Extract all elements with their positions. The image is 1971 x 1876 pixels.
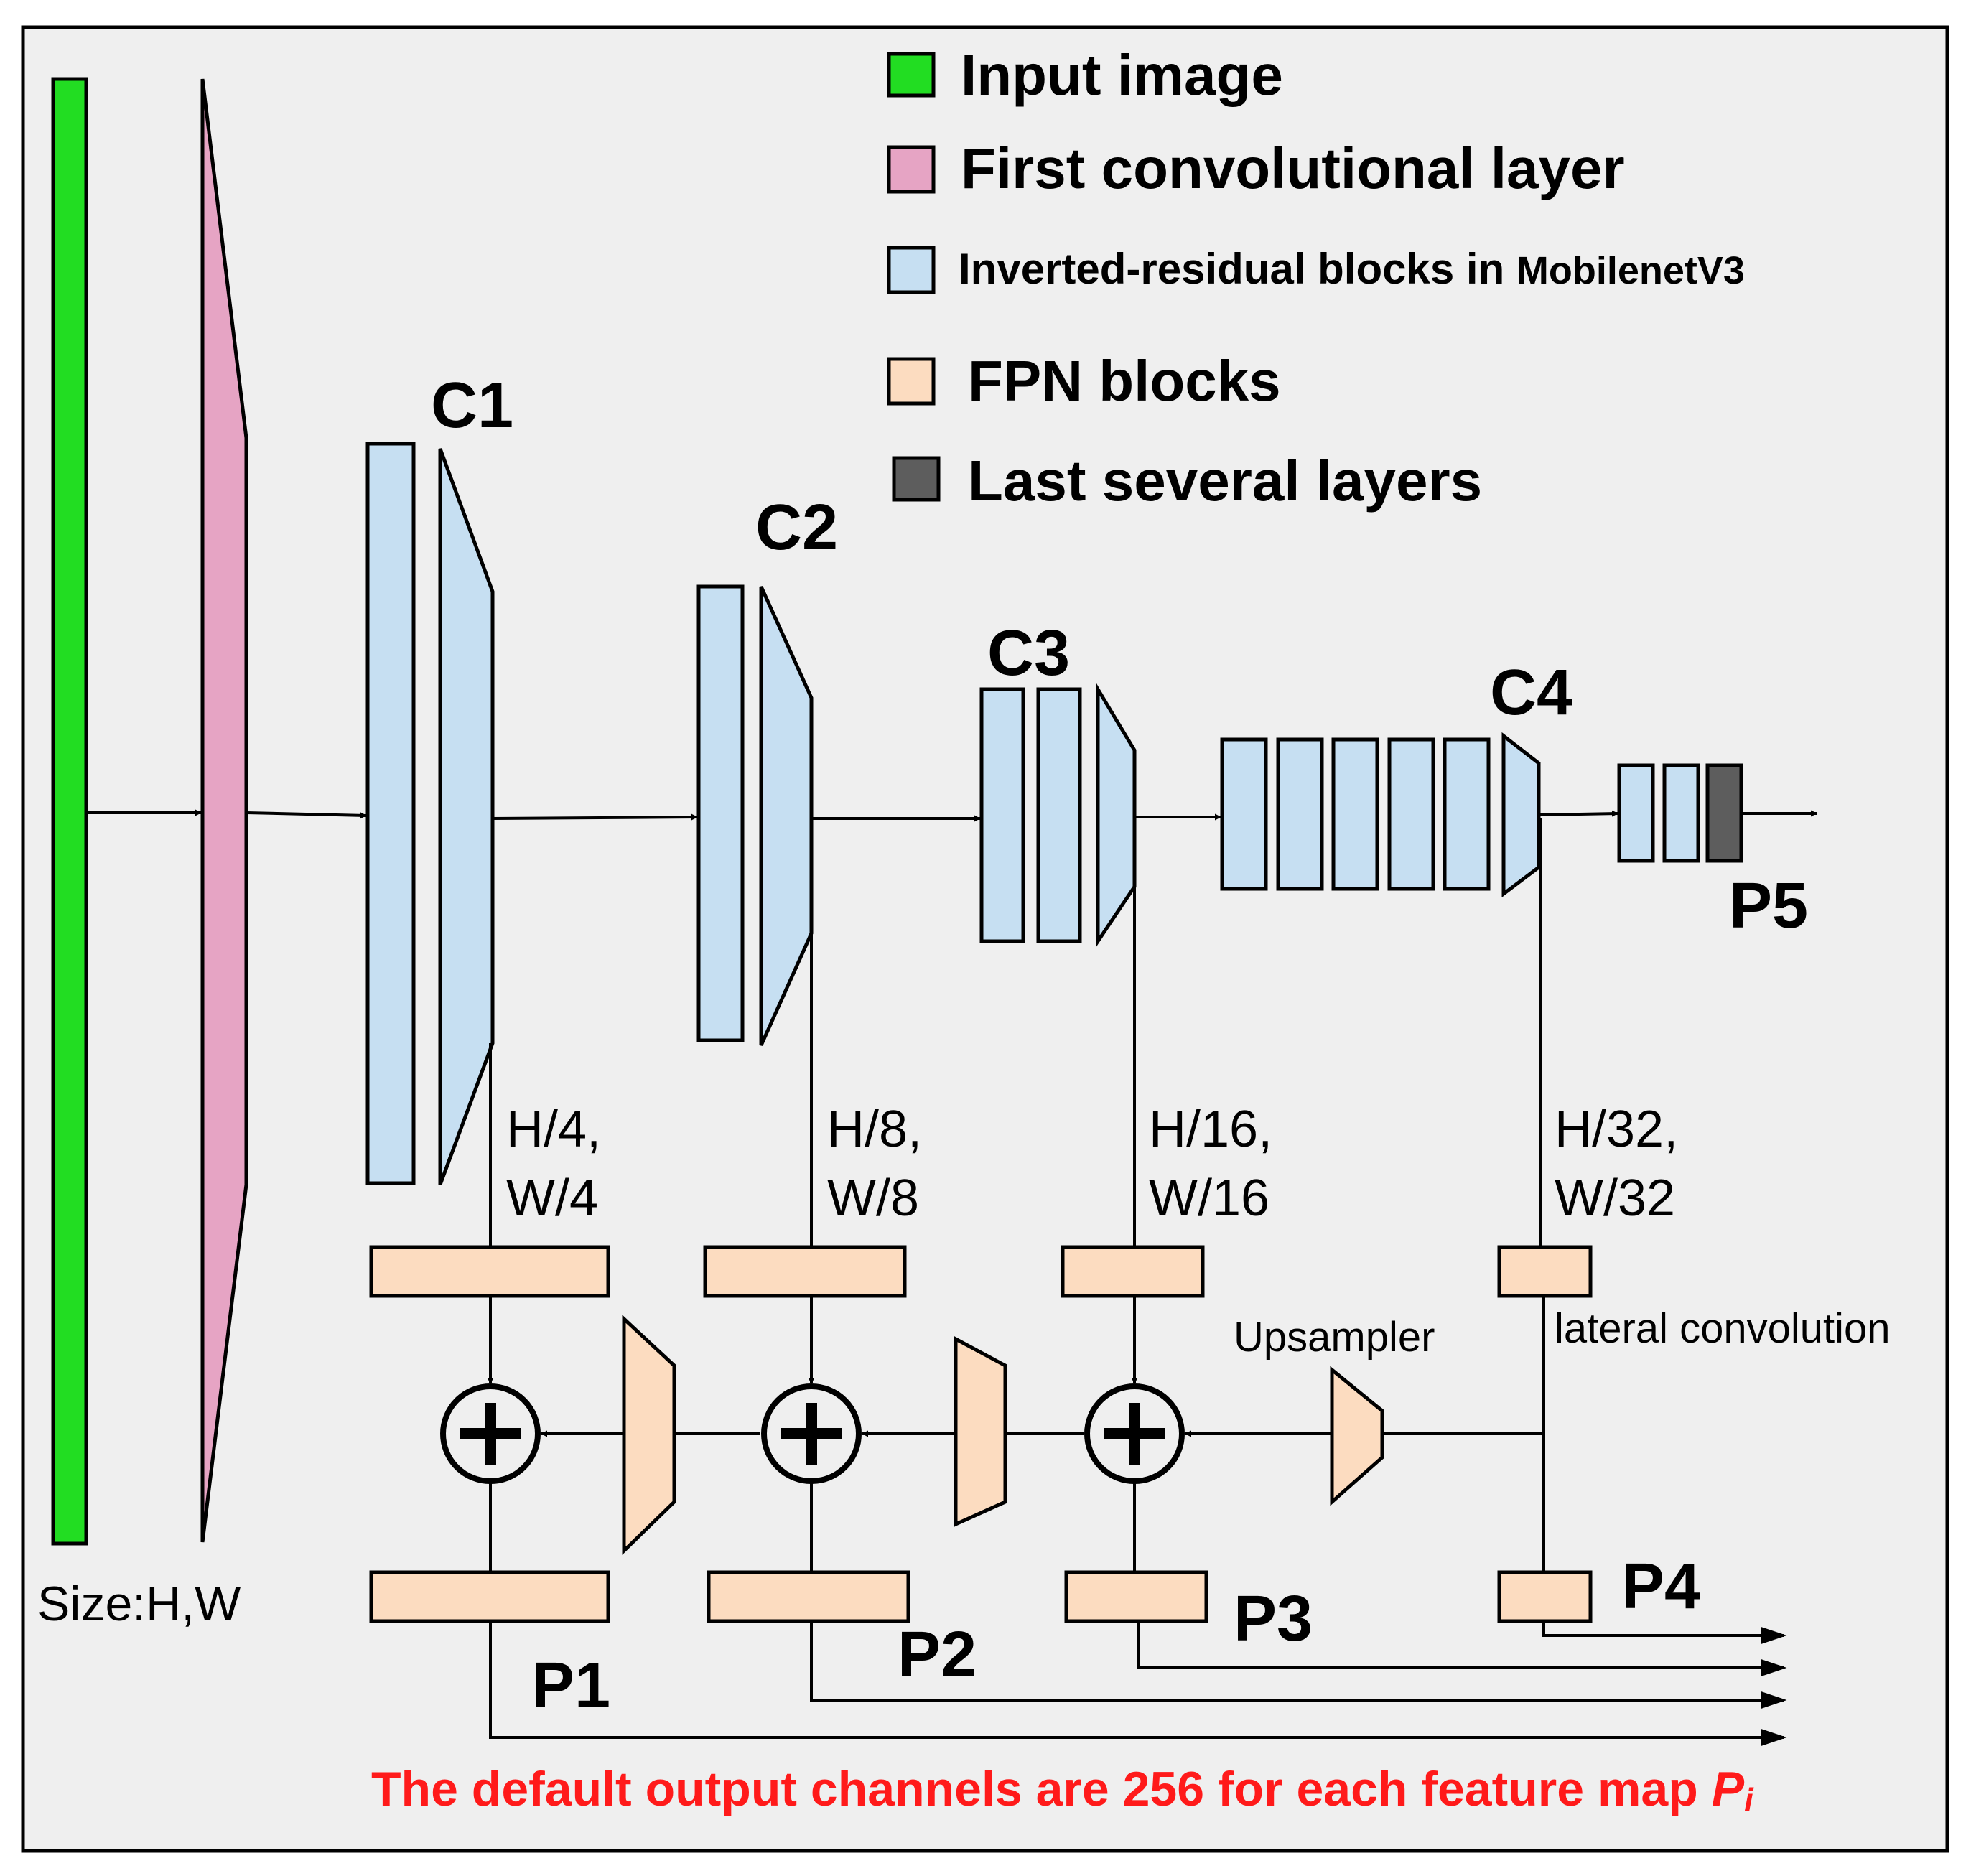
output-block-p2 [707, 1570, 910, 1623]
first-conv-layer-block [200, 78, 248, 1543]
legend-swatch-first-conv [887, 145, 936, 194]
add-node [440, 1383, 541, 1484]
output-arrow-p1 [489, 1621, 1787, 1746]
add-node [1084, 1383, 1185, 1484]
legend-label-first-conv: First convolutional layer [961, 136, 1625, 200]
legend-swatch-inverted-residual [887, 246, 936, 294]
output-label-p2: P2 [898, 1619, 977, 1691]
size-label-8: W/8 [827, 1170, 919, 1227]
output-label-p5: P5 [1729, 870, 1808, 942]
output-block-p4 [1497, 1570, 1593, 1623]
add-node [761, 1383, 862, 1484]
lateral-conv-block [1497, 1245, 1593, 1298]
output-arrow-p2 [810, 1621, 1787, 1709]
c4-block [1276, 737, 1324, 891]
upsampler-label: Upsampler [1234, 1314, 1435, 1361]
legend-label-input-image: Input image [961, 43, 1283, 107]
output-arrow-p4 [1542, 1621, 1787, 1644]
lateral-conv-block [369, 1245, 610, 1298]
c3-block [1036, 687, 1082, 943]
legend: Input image First convolutional layer In… [887, 43, 1745, 513]
legend-swatch-input-image [887, 52, 936, 98]
c4-block [1220, 737, 1268, 891]
c1-reduction-block [438, 448, 495, 1185]
legend-swatch-last-layers [892, 456, 941, 502]
output-label-p1: P1 [531, 1650, 610, 1722]
output-label-p4: P4 [1621, 1551, 1700, 1623]
c4-block [1331, 737, 1379, 891]
size-label-8: H/8, [827, 1101, 922, 1158]
size-label-4: H/4, [506, 1101, 601, 1158]
forward-arrow [1538, 810, 1618, 817]
legend-label-fpn: FPN blocks [968, 349, 1281, 413]
upsampler-block [954, 1335, 1007, 1527]
stage-label-c4: C4 [1490, 657, 1572, 729]
lateral-convolution-label: lateral convolution [1555, 1305, 1891, 1352]
upsampler-block [622, 1315, 676, 1555]
c1-block [365, 442, 416, 1185]
size-label-32: H/32, [1555, 1101, 1678, 1158]
size-label-4: W/4 [506, 1170, 598, 1227]
forward-arrow [492, 813, 698, 821]
size-label-32: W/32 [1555, 1170, 1675, 1227]
legend-label-inverted-residual: Inverted-residual blocks in MobilenetV3 [959, 245, 1745, 293]
forward-arrow [246, 811, 367, 819]
output-block-p3 [1064, 1570, 1208, 1623]
lateral-conv-block [703, 1245, 907, 1298]
stage-label-c3: C3 [987, 617, 1070, 689]
size-label-16: H/16, [1149, 1101, 1272, 1158]
last-layers-block [1705, 763, 1743, 863]
c4-block [1443, 737, 1491, 891]
tail-block [1662, 763, 1700, 863]
lateral-conv-block [1061, 1245, 1205, 1298]
input-image-block [51, 77, 88, 1546]
output-channels-note: The default output channels are 256 for … [371, 1762, 1754, 1819]
output-block-p1 [369, 1570, 610, 1623]
output-label-p3: P3 [1234, 1583, 1313, 1655]
tail-block [1617, 763, 1655, 863]
upsampler-block [1330, 1366, 1384, 1506]
size-label-16: W/16 [1149, 1170, 1269, 1227]
output-arrow-p3 [1137, 1621, 1787, 1676]
c3-block [979, 687, 1025, 943]
c2-block [696, 584, 745, 1042]
c4-reduction-block [1501, 732, 1541, 898]
stage-label-c2: C2 [755, 492, 838, 564]
c4-block [1387, 737, 1435, 891]
legend-label-last-layers: Last several layers [968, 449, 1482, 513]
stage-label-c1: C1 [431, 370, 513, 442]
legend-swatch-fpn [887, 357, 936, 406]
size-label-input: Size:H,W [37, 1577, 241, 1631]
